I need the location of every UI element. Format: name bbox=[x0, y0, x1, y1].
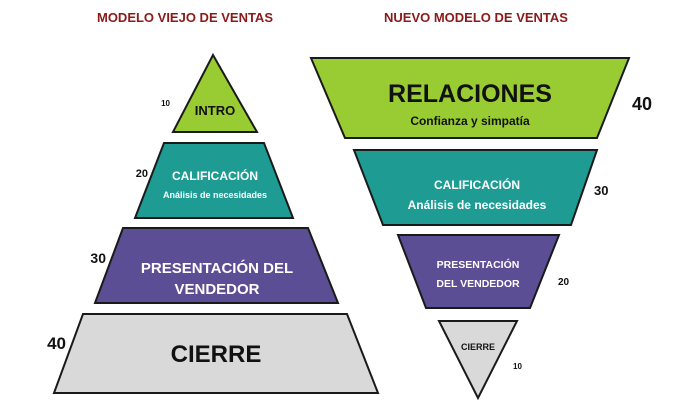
old-level-presentacion bbox=[93, 227, 340, 304]
new-level-cierre-value: 10 bbox=[513, 362, 522, 371]
old-model-pyramid: INTRO 10 CALIFICACIÓN Análisis de necesi… bbox=[47, 52, 380, 394]
old-level-intro bbox=[171, 52, 259, 133]
new-level-cierre bbox=[437, 320, 519, 401]
new-level-presentacion-sublabel: DEL VENDEDOR bbox=[436, 278, 520, 290]
old-level-presentacion-sublabel: VENDEDOR bbox=[174, 281, 259, 298]
old-level-calificacion-sublabel: Análisis de necesidades bbox=[163, 190, 267, 200]
old-level-calificacion-label: CALIFICACIÓN bbox=[172, 168, 258, 183]
new-level-presentacion-value: 20 bbox=[558, 277, 570, 288]
new-model-pyramid: RELACIONES Confianza y simpatía 40 CALIF… bbox=[309, 57, 652, 401]
new-level-presentacion-label: PRESENTACIÓN bbox=[437, 258, 520, 271]
new-level-relaciones-label: RELACIONES bbox=[388, 80, 552, 108]
old-level-cierre-label: CIERRE bbox=[171, 341, 262, 368]
old-level-cierre-value: 40 bbox=[47, 334, 66, 353]
new-level-presentacion bbox=[396, 234, 561, 309]
new-model-title: NUEVO MODELO DE VENTAS bbox=[384, 10, 568, 25]
new-level-calificacion-sublabel: Análisis de necesidades bbox=[408, 198, 547, 212]
old-level-presentacion-label: PRESENTACIÓN DEL bbox=[141, 259, 293, 277]
old-level-calificacion-value: 20 bbox=[136, 168, 148, 180]
old-level-cierre bbox=[52, 313, 380, 394]
new-level-relaciones-value: 40 bbox=[632, 94, 652, 114]
old-level-intro-label: INTRO bbox=[195, 103, 235, 118]
old-level-intro-value: 10 bbox=[161, 99, 170, 108]
new-level-calificacion-value: 30 bbox=[594, 183, 608, 198]
new-level-calificacion bbox=[352, 149, 599, 226]
new-level-relaciones-sublabel: Confianza y simpatía bbox=[410, 114, 530, 128]
new-level-relaciones bbox=[309, 57, 631, 139]
old-level-calificacion bbox=[133, 142, 295, 219]
old-model-title: MODELO VIEJO DE VENTAS bbox=[97, 10, 273, 25]
new-level-cierre-label: CIERRE bbox=[461, 342, 495, 352]
new-level-calificacion-label: CALIFICACIÓN bbox=[434, 177, 520, 192]
old-level-presentacion-value: 30 bbox=[90, 250, 106, 266]
